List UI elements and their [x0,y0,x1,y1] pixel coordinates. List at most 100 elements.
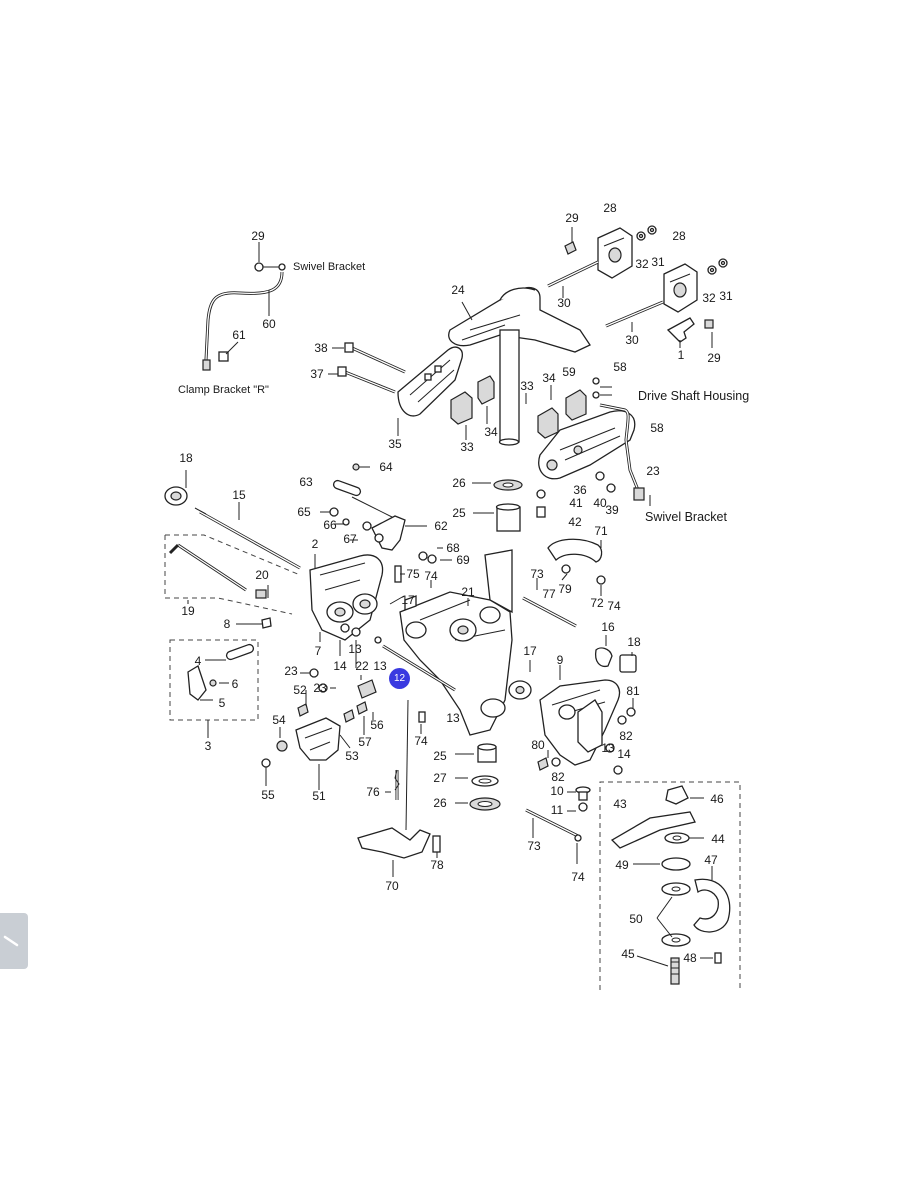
tilt-lever-70 [357,699,441,877]
callout-numbers: 29 60 61 38 37 35 24 26 25 33 34 33 34 2… [179,201,733,965]
callout-33: 33 [520,379,534,393]
callout-74: 74 [571,870,585,884]
callout-15: 15 [232,488,246,502]
steering-arm-24 [448,287,591,446]
callout-13: 13 [446,711,460,725]
callout-1: 1 [678,348,685,362]
callout-10: 10 [550,784,564,798]
callout-38: 38 [314,341,328,355]
callout-14: 14 [617,747,631,761]
callout-74: 74 [414,734,428,748]
callout-33: 33 [460,440,474,454]
callout-18: 18 [627,635,641,649]
callout-19: 19 [181,604,195,618]
callout-47: 47 [704,853,718,867]
callout-23: 23 [313,681,327,695]
callout-61: 61 [232,328,246,342]
callout-44: 44 [711,832,725,846]
bracket-51 [261,668,374,790]
callout-81: 81 [626,684,640,698]
callout-29: 29 [251,229,265,243]
callout-30: 30 [625,333,639,347]
callout-66: 66 [323,518,337,532]
handle-71 [522,538,606,628]
annotation-swivel-bracket-top: Swivel Bracket [293,261,365,273]
callout-26: 26 [452,476,466,490]
wire-lead-60 [202,242,286,371]
side-panel-tab[interactable] [0,913,28,969]
callout-40: 40 [593,496,607,510]
callout-63: 63 [299,475,313,489]
callout-70: 70 [385,879,399,893]
callout-42: 42 [568,515,582,529]
callout-72: 72 [590,596,604,610]
callout-50: 50 [629,912,643,926]
callout-51: 51 [312,789,326,803]
callout-2: 2 [312,537,319,551]
callout-73: 73 [527,839,541,853]
callout-4: 4 [195,654,202,668]
callout-30: 30 [557,296,571,310]
callout-62: 62 [434,519,448,533]
swivel-bracket-21 [399,549,513,736]
callout-32: 32 [635,257,649,271]
callout-31: 31 [719,289,733,303]
highlight-marker-12[interactable]: 12 [389,668,410,689]
callout-34: 34 [484,425,498,439]
callout-39: 39 [605,503,619,517]
bracket-cover-35 [328,342,463,436]
callout-69: 69 [456,553,470,567]
annotation-swivel-bracket-right: Swivel Bracket [645,510,727,524]
callout-8: 8 [224,617,231,631]
callout-65: 65 [297,505,311,519]
callout-21: 21 [461,585,475,599]
callout-29: 29 [707,351,721,365]
callout-6: 6 [232,677,239,691]
callout-23: 23 [284,664,298,678]
chevron-icon [3,935,19,947]
callout-59: 59 [562,365,576,379]
annotation-drive-shaft-housing: Drive Shaft Housing [638,389,749,403]
callout-35: 35 [388,437,402,451]
callout-14: 14 [333,659,347,673]
callout-37: 37 [310,367,324,381]
callout-46: 46 [710,792,724,806]
callout-27: 27 [433,771,447,785]
callout-13: 13 [348,642,362,656]
callout-82: 82 [619,729,633,743]
callout-5: 5 [219,696,226,710]
callout-49: 49 [615,858,629,872]
left-small-parts [236,593,456,699]
callout-23: 23 [646,464,660,478]
callout-75: 75 [406,567,420,581]
clamp-bracket-9 [508,635,637,775]
callout-28: 28 [672,229,686,243]
callout-64: 64 [379,460,393,474]
callout-29: 29 [565,211,579,225]
pads-33-34 [450,375,587,440]
callout-28: 28 [603,201,617,215]
callout-74: 74 [607,599,621,613]
callout-34: 34 [542,371,556,385]
callout-13: 13 [373,659,387,673]
callout-26: 26 [433,796,447,810]
callout-31: 31 [651,255,665,269]
lower-bushings [455,743,501,811]
callout-56: 56 [370,718,384,732]
callout-9: 9 [557,653,564,667]
callout-58: 58 [613,360,627,374]
callout-52: 52 [293,683,307,697]
callout-77: 77 [542,587,556,601]
callout-17: 17 [523,644,537,658]
callout-41: 41 [569,496,583,510]
tilt-rod-assembly [164,470,301,615]
callout-68: 68 [446,541,460,555]
annotation-clamp-bracket-r: Clamp Bracket "R" [178,384,269,396]
callout-22: 22 [355,659,369,673]
callout-67: 67 [343,532,357,546]
upper-mounts-28 [547,225,728,348]
tilt-stopper-kit [599,781,741,990]
callout-16: 16 [601,620,615,634]
callout-36: 36 [573,483,587,497]
